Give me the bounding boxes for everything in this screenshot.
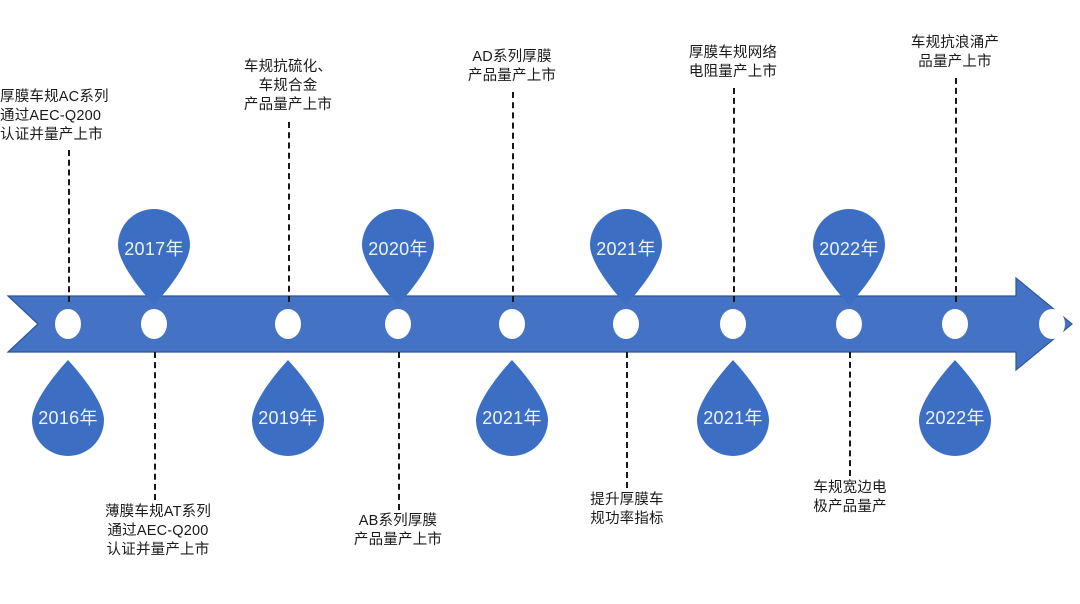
connector-line — [955, 78, 957, 302]
event-label-wide-electrode: 车规宽边电 极产品量产 — [813, 480, 887, 516]
connector-line — [398, 352, 400, 510]
event-label-anti-sulfur-alloy: 车规抗硫化、 车规合金 产品量产上市 — [243, 59, 333, 114]
year-pin-label: 2022年 — [819, 239, 879, 259]
year-pin-label: 2019年 — [258, 408, 318, 428]
bar-node — [836, 309, 862, 339]
year-pin-2021-above[interactable]: 2021年 — [584, 205, 668, 305]
connector-line — [849, 352, 851, 476]
event-label-ac-series: 厚膜车规AC系列 通过AEC-Q200 认证并量产上市 — [0, 89, 109, 144]
year-pin-label: 2022年 — [925, 408, 985, 428]
year-pin-label: 2021年 — [482, 408, 542, 428]
event-label-at-series: 薄膜车规AT系列 通过AEC-Q200 认证并量产上市 — [104, 504, 212, 559]
event-label-network-resistor: 厚膜车规网络 电阻量产上市 — [688, 45, 778, 81]
bar-node — [499, 309, 525, 339]
year-pin-2019[interactable]: 2019年 — [246, 360, 330, 460]
bar-node — [55, 309, 81, 339]
year-pin-label: 2021年 — [596, 239, 656, 259]
bar-node — [720, 309, 746, 339]
year-pin-2017[interactable]: 2017年 — [112, 205, 196, 305]
year-pin-2021-below-a[interactable]: 2021年 — [470, 360, 554, 460]
connector-line — [512, 92, 514, 302]
event-label-power-index: 提升厚膜车 规功率指标 — [590, 492, 664, 528]
connector-line — [288, 122, 290, 302]
bar-node — [1039, 309, 1065, 339]
connector-line — [626, 352, 628, 488]
connector-line — [68, 150, 70, 302]
event-label-ad-series: AD系列厚膜 产品量产上市 — [467, 49, 557, 85]
bar-node — [613, 309, 639, 339]
bar-node — [141, 309, 167, 339]
year-pin-2021-below-b[interactable]: 2021年 — [691, 360, 775, 460]
timeline-arrow-bar — [6, 276, 1073, 372]
connector-line — [733, 88, 735, 302]
year-pin-2022-above[interactable]: 2022年 — [807, 205, 891, 305]
year-pin-label: 2020年 — [368, 239, 428, 259]
year-pin-2016[interactable]: 2016年 — [26, 360, 110, 460]
year-pin-2022-below[interactable]: 2022年 — [913, 360, 997, 460]
event-label-ab-series: AB系列厚膜 产品量产上市 — [353, 513, 443, 549]
bar-node — [385, 309, 411, 339]
bar-node — [275, 309, 301, 339]
year-pin-label: 2017年 — [124, 239, 184, 259]
year-pin-label: 2016年 — [38, 408, 98, 428]
year-pin-label: 2021年 — [703, 408, 763, 428]
event-label-anti-surge: 车规抗浪涌产 品量产上市 — [910, 35, 1000, 71]
connector-line — [154, 352, 156, 500]
bar-node — [942, 309, 968, 339]
year-pin-2020[interactable]: 2020年 — [356, 205, 440, 305]
